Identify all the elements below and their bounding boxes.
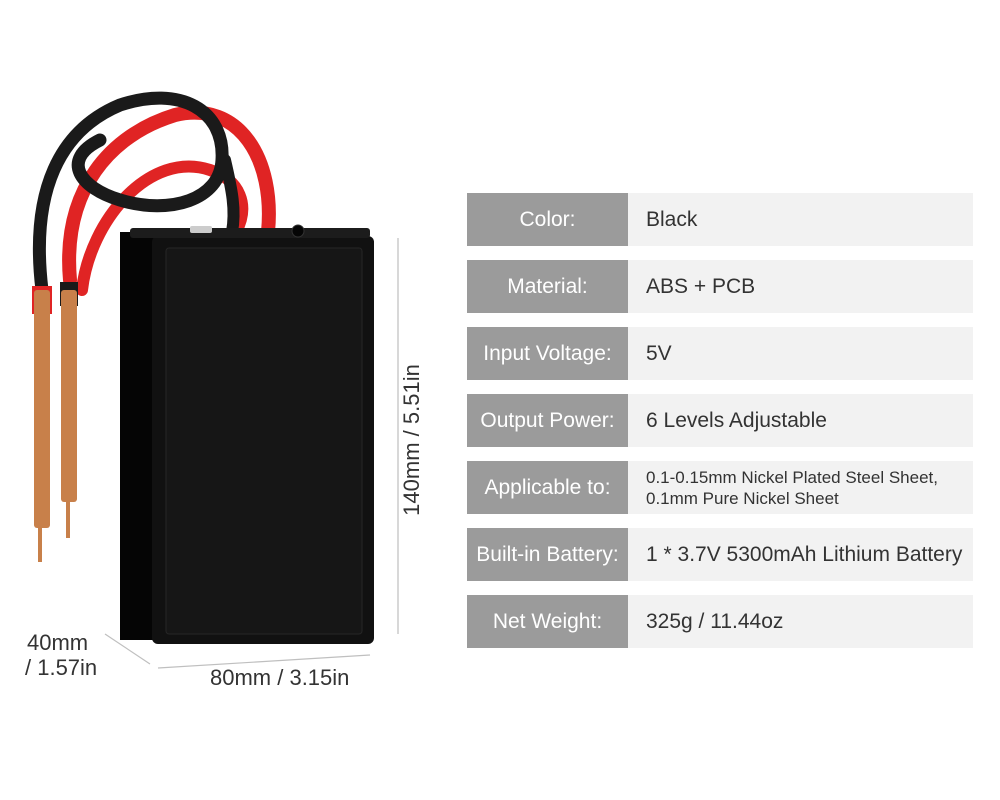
spec-value: Black	[628, 193, 973, 246]
black-cable	[32, 91, 229, 297]
width-dimension-line	[157, 654, 371, 669]
spec-row-material: Material: ABS + PCB	[467, 260, 973, 313]
pen-left-body	[34, 290, 50, 528]
spec-value: 0.1-0.15mm Nickel Plated Steel Sheet, 0.…	[628, 461, 973, 514]
spec-value: 5V	[628, 327, 973, 380]
spec-value: 6 Levels Adjustable	[628, 394, 973, 447]
spec-value: ABS + PCB	[628, 260, 973, 313]
spec-row-net-weight: Net Weight: 325g / 11.44oz	[467, 595, 973, 648]
spec-label: Applicable to:	[467, 461, 628, 514]
pen-right-body	[61, 290, 77, 502]
depth-dimension-line	[104, 633, 151, 665]
welding-cables	[32, 91, 276, 297]
spec-table: Color: Black Material: ABS + PCB Input V…	[467, 193, 973, 662]
spec-row-input-voltage: Input Voltage: 5V	[467, 327, 973, 380]
spec-label: Net Weight:	[467, 595, 628, 648]
spec-row-built-in-battery: Built-in Battery: 1 * 3.7V 5300mAh Lithi…	[467, 528, 973, 581]
spec-value: 325g / 11.44oz	[628, 595, 973, 648]
spec-value: 1 * 3.7V 5300mAh Lithium Battery	[628, 528, 973, 581]
cable-clip	[190, 226, 212, 233]
spec-label: Color:	[467, 193, 628, 246]
box-panel	[165, 247, 363, 635]
spec-label: Material:	[467, 260, 628, 313]
spec-label: Output Power:	[467, 394, 628, 447]
depth-dimension-label: 40mm	[27, 630, 89, 655]
dimension-lines	[104, 238, 399, 669]
spec-row-color: Color: Black	[467, 193, 973, 246]
spec-row-output-power: Output Power: 6 Levels Adjustable	[467, 394, 973, 447]
red-cable-loop	[76, 160, 249, 296]
pen-right-tip	[66, 500, 70, 538]
black-cable-end	[219, 154, 240, 238]
width-dimension-label: 80mm / 3.15in	[210, 665, 350, 690]
power-button	[291, 224, 305, 238]
box-top	[130, 228, 370, 238]
height-dimension-label: 140mm / 5.51in	[399, 364, 424, 516]
welder-box	[120, 224, 374, 644]
red-cable	[62, 105, 276, 287]
spec-label: Built-in Battery:	[467, 528, 628, 581]
depth-dimension-label-inches: / 1.57in	[25, 655, 98, 680]
spec-row-applicable-to: Applicable to: 0.1-0.15mm Nickel Plated …	[467, 461, 973, 514]
pen-left-tip	[38, 526, 42, 562]
welding-pens	[32, 282, 78, 562]
spec-label: Input Voltage:	[467, 327, 628, 380]
